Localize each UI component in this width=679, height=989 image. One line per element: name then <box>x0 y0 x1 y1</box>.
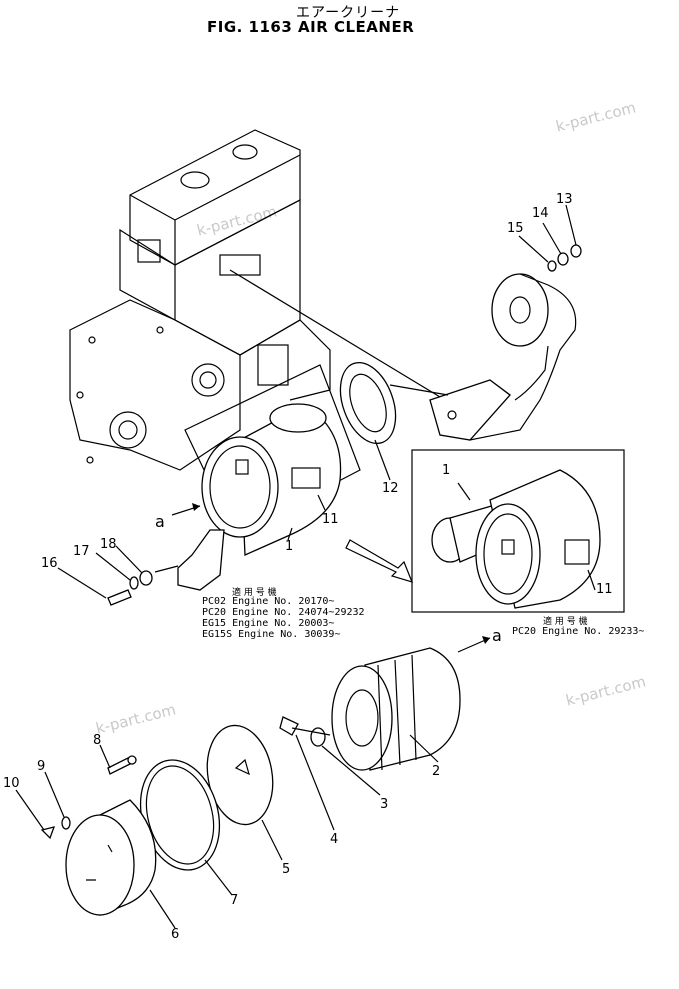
applicability-heading-variant: 適 用 号 機 <box>543 617 588 627</box>
filter-element <box>331 647 461 771</box>
applicability-line-variant: PC20 Engine No. 29233~ <box>512 626 645 637</box>
callout-11-variant: 11 <box>596 582 613 597</box>
applicability-heading: 適 用 号 機 <box>232 588 277 598</box>
gasket <box>339 361 397 445</box>
callout-1: 1 <box>285 539 294 554</box>
callout-10: 10 <box>3 776 20 791</box>
callout-13: 13 <box>556 192 573 207</box>
callout-8: 8 <box>93 733 102 748</box>
callout-14: 14 <box>532 206 549 221</box>
applicability-line: PC02 Engine No. 20170~ <box>202 596 335 607</box>
applicability-line: EG15 Engine No. 20003~ <box>202 618 335 629</box>
callout-3: 3 <box>380 797 389 812</box>
callout-4: 4 <box>330 832 339 847</box>
callout-7: 7 <box>230 893 239 908</box>
cleaner-cap <box>65 799 157 916</box>
callout-a-left: a <box>155 512 165 531</box>
callout-5: 5 <box>282 862 291 877</box>
callout-2: 2 <box>432 764 441 779</box>
figure-title-japanese: エアークリーナ <box>296 5 401 21</box>
callout-9: 9 <box>37 759 46 774</box>
air-cleaner-variant <box>431 469 601 609</box>
callout-12: 12 <box>382 481 399 496</box>
applicability-line: EG15S Engine No. 30039~ <box>202 629 341 640</box>
air-cleaner-body <box>201 403 342 556</box>
applicability-line: PC20 Engine No. 24074~29232 <box>202 607 365 618</box>
callout-a-right: a <box>492 626 502 645</box>
callout-6: 6 <box>171 927 180 942</box>
figure-title: FIG. 1163 AIR CLEANER <box>207 18 415 36</box>
engine-block <box>69 129 331 471</box>
callout-1-variant: 1 <box>442 463 451 478</box>
callout-18: 18 <box>100 537 117 552</box>
callout-16: 16 <box>41 556 58 571</box>
callout-17: 17 <box>73 544 90 559</box>
callout-15: 15 <box>507 221 524 236</box>
callout-11: 11 <box>322 512 339 527</box>
intake-elbow <box>429 273 577 441</box>
